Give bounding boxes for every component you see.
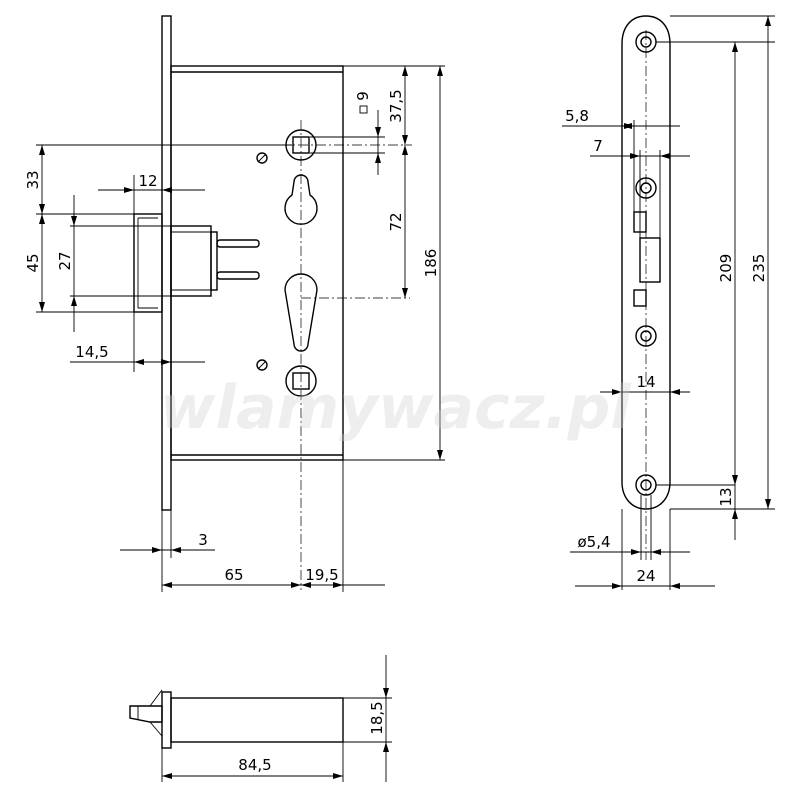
square-symbol-icon	[359, 105, 368, 114]
cylinder-cutout-upper	[284, 174, 318, 225]
dim-186: 186	[422, 249, 440, 278]
front-extension-lines	[36, 65, 445, 592]
cylinder-cutout-lower	[284, 273, 318, 352]
dim-19-5: 19,5	[305, 566, 338, 584]
bottom-body	[170, 697, 344, 743]
bottom-faceplate	[161, 691, 172, 749]
dim-5-8: 5,8	[565, 107, 589, 125]
dim-235: 235	[750, 254, 768, 283]
dim-14: 14	[636, 373, 655, 391]
dim-37-5: 37,5	[387, 89, 405, 122]
dim-9: 9	[354, 91, 372, 101]
bottom-view: 18,5 84,5	[129, 655, 392, 782]
dim-18-5: 18,5	[368, 701, 386, 734]
dim-7: 7	[593, 137, 603, 155]
dim-14-5: 14,5	[75, 343, 108, 361]
dim-72: 72	[387, 212, 405, 231]
watermark: wlamywacz.pl	[160, 373, 632, 443]
dim-209: 209	[717, 254, 735, 283]
latch-pin-lower	[216, 271, 260, 280]
side-extension-lines	[621, 15, 775, 590]
dim-84-5: 84,5	[238, 756, 271, 774]
dim-13: 13	[717, 487, 735, 506]
dim-diameter-5-4: ø5,4	[577, 533, 610, 551]
dim-3: 3	[198, 531, 208, 549]
side-view: 5,8 7 14 209 13 235 ø5,4 24	[562, 15, 775, 590]
dim-12: 12	[138, 172, 157, 190]
front-view: 33 45 27 12 14,5 3 65 19,5	[24, 15, 445, 592]
dim-65: 65	[224, 566, 243, 584]
dim-45: 45	[24, 253, 42, 272]
latch-bolt	[133, 213, 260, 313]
faceplate-outline	[621, 15, 671, 510]
dim-24: 24	[636, 567, 655, 585]
screw-icon	[256, 359, 268, 371]
latch-mechanism	[170, 225, 212, 297]
bottom-latch	[129, 705, 163, 723]
screw-icon	[256, 152, 268, 164]
dim-27: 27	[56, 251, 74, 270]
latch-pin-upper	[216, 239, 260, 248]
dim-33: 33	[24, 170, 42, 189]
